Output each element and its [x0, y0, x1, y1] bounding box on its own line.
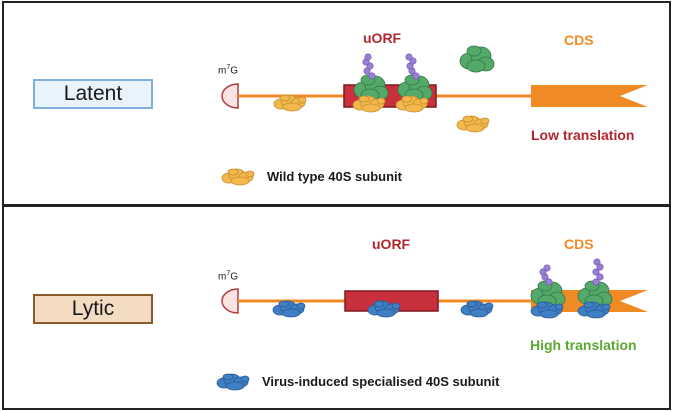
cds-label-top: CDS	[564, 32, 594, 48]
lytic-state-box: Lytic	[33, 294, 153, 324]
free-wild-type-40s-subunit	[456, 115, 490, 133]
wild-type-legend-label: Wild type 40S subunit	[267, 169, 402, 184]
ribosome-cds-2	[577, 258, 613, 319]
lytic-state-label: Lytic	[71, 297, 115, 320]
wild-type-40s-legend-icon	[221, 168, 255, 186]
amino-acid-bead	[592, 278, 600, 286]
amino-acid-bead	[543, 264, 551, 272]
amino-acid-bead	[545, 278, 553, 286]
low-translation-label: Low translation	[531, 127, 635, 143]
cds-label-bottom: CDS	[564, 236, 594, 252]
free-60s-subunit	[459, 45, 495, 73]
specialised-40s-subunit	[460, 300, 494, 318]
cds-block-top	[531, 85, 648, 107]
ribosome-cds-1	[530, 264, 566, 319]
ribosome-uorf-2	[395, 53, 433, 113]
cap-label-bottom: m7G	[218, 270, 239, 283]
amino-acid-bead	[368, 72, 376, 80]
amino-acid-bead	[412, 72, 420, 80]
uorf-label-bottom: uORF	[372, 236, 411, 252]
uorf-label-top: uORF	[363, 30, 402, 46]
amino-acid-bead	[592, 268, 600, 276]
latent-state-box: Latent	[33, 79, 153, 109]
m7g-cap-bottom	[221, 288, 239, 314]
ribosome-uorf-1	[352, 53, 389, 113]
latent-state-label: Latent	[63, 82, 123, 105]
high-translation-label: High translation	[530, 337, 637, 353]
m7g-cap-top	[221, 83, 239, 109]
amino-acid-bead	[593, 258, 601, 266]
amino-acid-bead	[405, 53, 413, 61]
amino-acid-bead	[364, 53, 372, 61]
specialised-legend-label: Virus-induced specialised 40S subunit	[262, 374, 500, 389]
specialised-40s-subunit	[272, 300, 306, 318]
specialised-40s-legend-icon	[216, 373, 250, 391]
amino-acid-bead	[596, 273, 604, 281]
cap-label-top: m7G	[218, 64, 239, 77]
